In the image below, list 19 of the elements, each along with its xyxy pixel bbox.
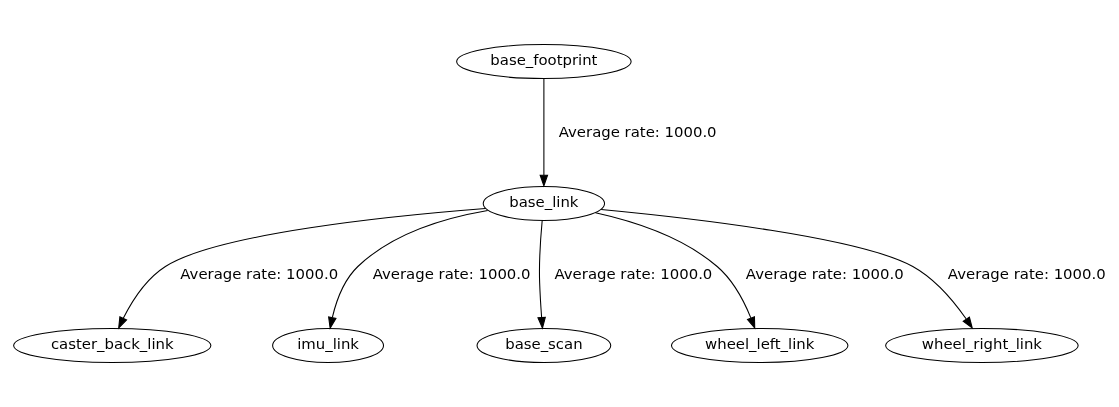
node-ellipse: wheel_right_link	[885, 327, 1079, 364]
arrow	[594, 212, 756, 330]
node-ellipse: imu_link	[272, 327, 385, 364]
node-ellipse: base_footprint	[456, 43, 632, 80]
node-ellipse: wheel_left_link	[671, 327, 849, 364]
edge-label: Average rate: 1000.0	[947, 264, 1106, 283]
arrow	[539, 78, 549, 188]
node-ellipse: caster_back_link	[13, 327, 212, 364]
node-ellipse: base_link	[482, 185, 606, 222]
edge-label: Average rate: 1000.0	[745, 264, 904, 283]
edge-label: Average rate: 1000.0	[554, 264, 713, 283]
edge-label: Average rate: 1000.0	[372, 264, 531, 283]
node-ellipse: base_scan	[476, 327, 612, 364]
edge-label: Average rate: 1000.0	[558, 122, 717, 141]
arrow	[600, 208, 974, 330]
edge-label: Average rate: 1000.0	[180, 264, 339, 283]
arrow	[118, 208, 486, 330]
arrow	[537, 220, 547, 330]
arrow	[328, 209, 489, 330]
